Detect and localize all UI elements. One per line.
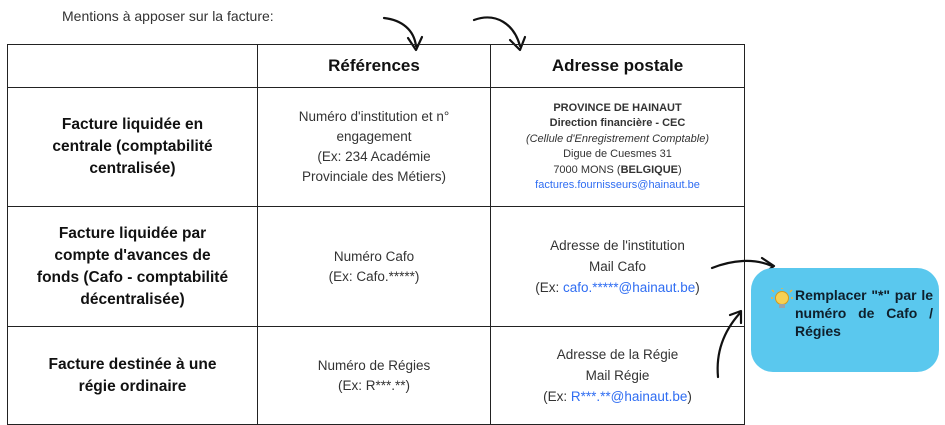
email-link[interactable]: factures.fournisseurs@hainaut.be <box>535 179 700 191</box>
address-cell: (Cellule d'Enregistrement Comptable) <box>525 132 710 145</box>
intro-text: Mentions à apposer sur la facture: <box>62 8 274 24</box>
header-row: Références Adresse postale <box>7 44 745 88</box>
row-reference: Numéro d'institution et n° engagement (E… <box>257 87 491 207</box>
row-label-line: centrale (comptabilité <box>52 138 213 155</box>
row-label-line: Facture liquidée en <box>61 116 204 133</box>
row-label: Facture destinée à une régie ordinaire <box>7 326 258 425</box>
row-label: Facture liquidée en centrale (comptabili… <box>7 87 258 207</box>
callout-bubble: Remplacer "*" par le numéro de Cafo / Ré… <box>751 268 939 372</box>
table-row: Facture liquidée par compte d'avances de… <box>7 206 745 327</box>
table-row: Facture liquidée en centrale (comptabili… <box>7 87 745 207</box>
address-province: PROVINCE DE HAINAUT <box>553 101 682 114</box>
callout-text: Remplacer "*" par le numéro de Cafo / Ré… <box>795 287 933 339</box>
arrow-regie-to-callout <box>716 309 743 379</box>
email-link[interactable]: R***.**@hainaut.be <box>570 389 688 404</box>
address-direction: Direction financière - CEC <box>549 117 686 129</box>
row-label-line: centralisée) <box>89 160 176 177</box>
row-label: Facture liquidée par compte d'avances de… <box>7 206 258 327</box>
row-address: Adresse de l'institution Mail Cafo (Ex: … <box>490 206 745 327</box>
invoice-mentions-table: Références Adresse postale Facture liqui… <box>7 44 745 425</box>
header-references: Références <box>257 44 491 88</box>
row-address: Adresse de la Régie Mail Régie (Ex: R***… <box>490 326 745 425</box>
row-reference: Numéro Cafo (Ex: Cafo.*****) <box>257 206 491 327</box>
email-link[interactable]: cafo.*****@hainaut.be <box>562 280 696 295</box>
row-reference: Numéro de Régies (Ex: R***.**) <box>257 326 491 425</box>
table-row: Facture destinée à une régie ordinaire N… <box>7 326 745 425</box>
row-address: PROVINCE DE HAINAUT Direction financière… <box>490 87 745 207</box>
header-address: Adresse postale <box>490 44 745 88</box>
header-empty-cell <box>7 44 258 88</box>
lightbulb-icon <box>771 288 793 308</box>
